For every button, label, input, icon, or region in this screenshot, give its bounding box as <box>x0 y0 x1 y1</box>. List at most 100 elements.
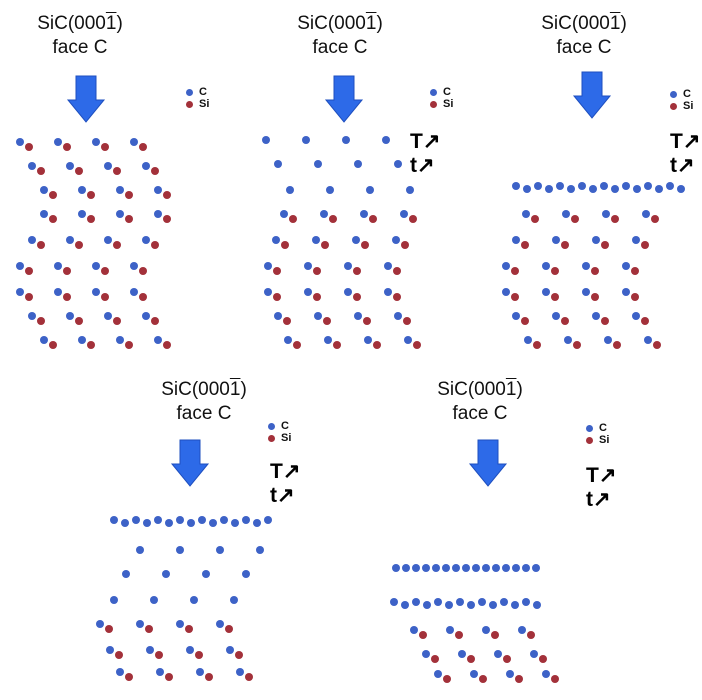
carbon-atom <box>274 160 282 168</box>
silicon-atom <box>539 655 547 663</box>
silicon-atom <box>105 625 113 633</box>
carbon-atom <box>40 336 48 344</box>
silicon-atom <box>37 317 45 325</box>
carbon-atom <box>28 236 36 244</box>
silicon-atom <box>63 293 71 301</box>
temperature-row: T↗ <box>270 460 301 483</box>
carbon-atom <box>130 262 138 270</box>
carbon-atom <box>274 312 282 320</box>
carbon-atom <box>236 668 244 676</box>
silicon-atom <box>245 673 253 681</box>
silicon-atom <box>479 675 487 683</box>
carbon-atom <box>442 564 450 572</box>
carbon-atom <box>452 564 460 572</box>
carbon-atom <box>394 312 402 320</box>
silicon-atom <box>361 241 369 249</box>
carbon-atom <box>632 312 640 320</box>
carbon-atom <box>142 162 150 170</box>
panel-5: SiC(0001) face C C Si T↗ t↗ <box>380 360 620 700</box>
silicon-atom <box>101 267 109 275</box>
carbon-atom <box>104 312 112 320</box>
carbon-atom <box>456 598 464 606</box>
carbon-atom <box>342 136 350 144</box>
carbon-atom <box>136 620 144 628</box>
carbon-atom <box>366 186 374 194</box>
legend-c-label: C <box>683 88 691 100</box>
silicon-atom <box>591 293 599 301</box>
silicon-atom <box>151 317 159 325</box>
carbon-atom <box>589 185 597 193</box>
panel-title: SiC(0001) face C <box>400 378 560 426</box>
silicon-atom <box>49 191 57 199</box>
carbon-atom <box>312 236 320 244</box>
carbon-atom <box>524 336 532 344</box>
carbon-atom <box>364 336 372 344</box>
temperature-time-label: T↗ t↗ <box>270 460 300 508</box>
silicon-atom <box>419 631 427 639</box>
title-close: ) <box>240 379 247 400</box>
panel-subtitle: face C <box>556 37 612 58</box>
silicon-atom <box>353 267 361 275</box>
carbon-atom <box>230 596 238 604</box>
silicon-atom <box>329 215 337 223</box>
panel-2: SiC(0001) face C C Si T↗ t↗ <box>240 0 480 349</box>
silicon-atom <box>551 675 559 683</box>
temperature-time-label: T↗ t↗ <box>586 464 616 512</box>
carbon-atom <box>242 570 250 578</box>
carbon-atom <box>253 519 261 527</box>
carbon-atom <box>264 288 272 296</box>
carbon-atom <box>530 650 538 658</box>
silicon-atom <box>413 341 421 349</box>
legend-c-label: C <box>281 420 289 432</box>
silicon-atom <box>467 655 475 663</box>
legend-row-c: C <box>186 86 209 98</box>
silicon-atom <box>515 675 523 683</box>
silicon-atom <box>113 317 121 325</box>
atom-lattice <box>262 136 421 349</box>
carbon-atom <box>186 646 194 654</box>
silicon-atom <box>25 143 33 151</box>
carbon-atom <box>392 236 400 244</box>
time-row: t↗ <box>410 154 435 177</box>
carbon-atom <box>432 564 440 572</box>
carbon-atom <box>467 601 475 609</box>
silicon-atom <box>571 215 579 223</box>
silicon-atom <box>145 625 153 633</box>
carbon-dot-icon <box>430 88 437 96</box>
carbon-atom <box>154 210 162 218</box>
carbon-atom <box>506 670 514 678</box>
legend: C Si <box>586 422 609 446</box>
silicon-atom <box>163 341 171 349</box>
carbon-atom <box>104 236 112 244</box>
title-close: ) <box>116 13 123 34</box>
carbon-atom <box>445 601 453 609</box>
silicon-atom <box>139 267 147 275</box>
carbon-atom <box>104 162 112 170</box>
panel-1: SiC(0001) face C C Si <box>0 0 240 349</box>
panel-subtitle: face C <box>452 403 508 424</box>
up-right-arrow-icon: ↗ <box>277 484 295 507</box>
silicon-atom <box>403 317 411 325</box>
carbon-atom <box>622 262 630 270</box>
carbon-atom <box>502 262 510 270</box>
silicon-atom <box>631 267 639 275</box>
silicon-atom <box>113 167 121 175</box>
legend-si-label: Si <box>281 432 292 444</box>
carbon-atom <box>502 564 510 572</box>
carbon-atom <box>92 262 100 270</box>
silicon-atom <box>165 673 173 681</box>
carbon-atom <box>666 182 674 190</box>
silicon-atom <box>235 651 243 659</box>
title-text: SiC(000 <box>161 379 230 400</box>
atom-lattice <box>502 182 685 349</box>
title-text: SiC(000 <box>437 379 506 400</box>
silicon-atom <box>409 215 417 223</box>
carbon-atom <box>78 210 86 218</box>
silicon-atom <box>115 651 123 659</box>
silicon-dot-icon <box>586 436 593 444</box>
silicon-atom <box>87 215 95 223</box>
carbon-atom <box>176 546 184 554</box>
silicon-atom <box>455 631 463 639</box>
carbon-atom <box>216 546 224 554</box>
title-text: SiC(000 <box>541 13 610 34</box>
